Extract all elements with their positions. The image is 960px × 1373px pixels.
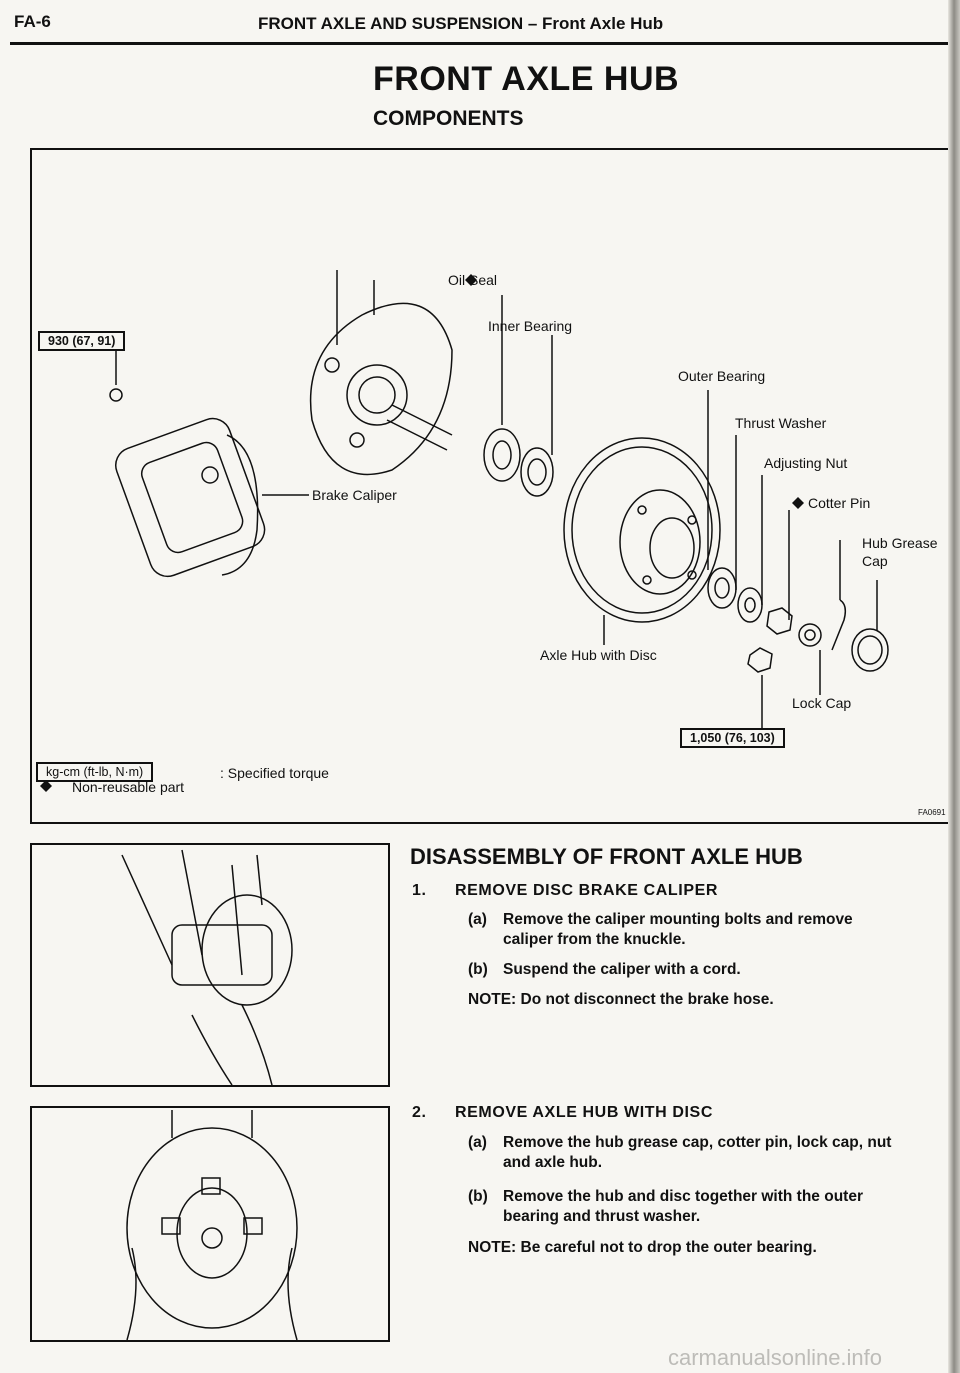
step-2b-label: (b) (468, 1188, 488, 1205)
figure-id: FA0691 (918, 808, 946, 817)
photo-hub-removal (30, 1106, 390, 1342)
step-1a-line2: caliper from the knuckle. (503, 931, 686, 948)
label-lock-cap: Lock Cap (792, 695, 852, 711)
step-2-number: 2. (412, 1104, 427, 1121)
label-axle-hub-with-disc: Axle Hub with Disc (540, 647, 657, 663)
step-2-note: NOTE: Be careful not to drop the outer b… (468, 1239, 817, 1256)
step-2b-line2: bearing and thrust washer. (503, 1208, 701, 1225)
step-2a-line1: Remove the hub grease cap, cotter pin, l… (503, 1134, 892, 1151)
components-heading: COMPONENTS (373, 107, 524, 130)
step-2-title: REMOVE AXLE HUB WITH DISC (455, 1104, 713, 1121)
label-oil-seal: Oil Seal (448, 272, 498, 288)
step-2a-label: (a) (468, 1134, 487, 1151)
photo-caliper-removal (30, 843, 390, 1087)
label-cotter-pin: Cotter Pin (808, 495, 871, 511)
step-1b-label: (b) (468, 961, 488, 978)
legend-torque-desc: : Specified torque (220, 765, 329, 781)
section-title: DISASSEMBLY OF FRONT AXLE HUB (410, 844, 803, 869)
brake-caliper-shape (109, 388, 266, 578)
nonreusable-marker-cotter-pin (792, 497, 804, 509)
watermark: carmanualsonline.info (668, 1345, 883, 1370)
axle-hub-disc-shape (563, 437, 721, 623)
legend-torque-unit: kg-cm (ft-lb, N·m) (36, 762, 154, 782)
steering-knuckle-shape (309, 302, 453, 476)
loose-nut-shape (747, 647, 773, 673)
step-2a-line2: and axle hub. (503, 1154, 603, 1171)
torque-nut: 1,050 (76, 103) (680, 728, 785, 748)
step-1a-label: (a) (468, 911, 487, 928)
torque-caliper: 930 (67, 91) (38, 331, 126, 351)
step-1a-line1: Remove the caliper mounting bolts and re… (503, 911, 853, 928)
step-1-note: NOTE: Do not disconnect the brake hose. (468, 991, 774, 1008)
label-thrust-washer: Thrust Washer (735, 415, 827, 431)
hub-grease-cap-shape (851, 628, 889, 672)
step-2b-line1: Remove the hub and disc together with th… (503, 1188, 863, 1205)
step-1-number: 1. (412, 882, 427, 899)
nonreusable-legend-marker (40, 780, 52, 792)
scan-edge (948, 0, 960, 1373)
label-brake-caliper: Brake Caliper (312, 487, 397, 503)
nonreusable-marker-oil-seal (465, 274, 477, 286)
legend-nonreusable: Non-reusable part (72, 779, 185, 795)
step-1b-line1: Suspend the caliper with a cord. (503, 961, 741, 978)
label-cap: Cap (862, 553, 888, 569)
running-header: FRONT AXLE AND SUSPENSION – Front Axle H… (258, 14, 664, 33)
label-adjusting-nut: Adjusting Nut (764, 455, 848, 471)
components-diagram: Oil Seal Inner Bearing Outer Bearing Thr… (30, 148, 948, 824)
adjusting-nut-shape (766, 607, 793, 635)
inner-bearing-shape (520, 447, 554, 497)
header-rule (10, 42, 950, 45)
cotter-pin-shape (831, 599, 847, 651)
step-1-title: REMOVE DISC BRAKE CALIPER (455, 882, 719, 899)
page-title: FRONT AXLE HUB (373, 60, 680, 98)
exploded-view-drawing (40, 270, 889, 792)
outer-bearing-shape (707, 567, 737, 609)
thrust-washer-shape (737, 587, 763, 623)
oil-seal-shape (483, 428, 521, 482)
label-hub-grease: Hub Grease (862, 535, 938, 551)
label-inner-bearing: Inner Bearing (488, 318, 573, 334)
page-number: FA-6 (14, 12, 51, 31)
lock-cap-shape (798, 623, 822, 647)
label-outer-bearing: Outer Bearing (678, 368, 766, 384)
